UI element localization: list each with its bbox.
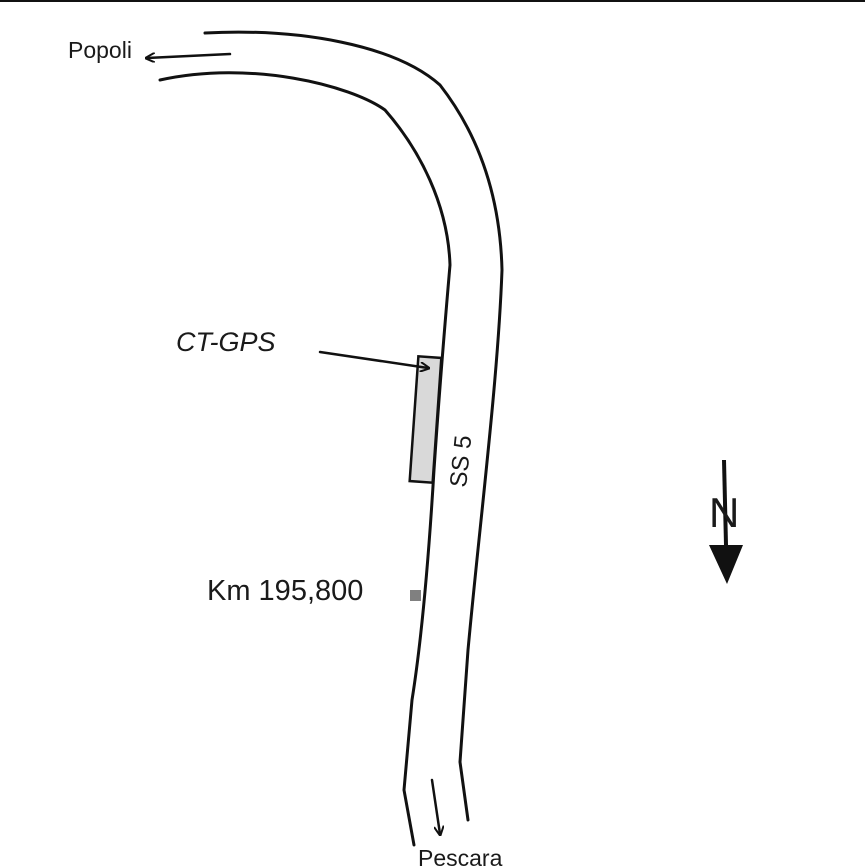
km-marker-label: Km 195,800 (207, 575, 363, 607)
popoli-direction-arrow (147, 54, 232, 58)
pescara-label: Pescara (418, 845, 503, 866)
road-outer-edge (203, 30, 504, 822)
ct-gps-label: CT-GPS (176, 327, 276, 357)
road-inner-edge (158, 71, 452, 847)
pescara-direction-arrow (430, 778, 440, 834)
north-label: N (709, 489, 739, 536)
popoli-label: Popoli (68, 37, 132, 63)
road-name-label: SS 5 (445, 434, 477, 489)
ct-gps-instrument (408, 355, 443, 484)
km-marker (410, 590, 421, 601)
ct-gps-pointer-arrow (318, 350, 428, 368)
north-arrow-icon: N (709, 459, 743, 584)
